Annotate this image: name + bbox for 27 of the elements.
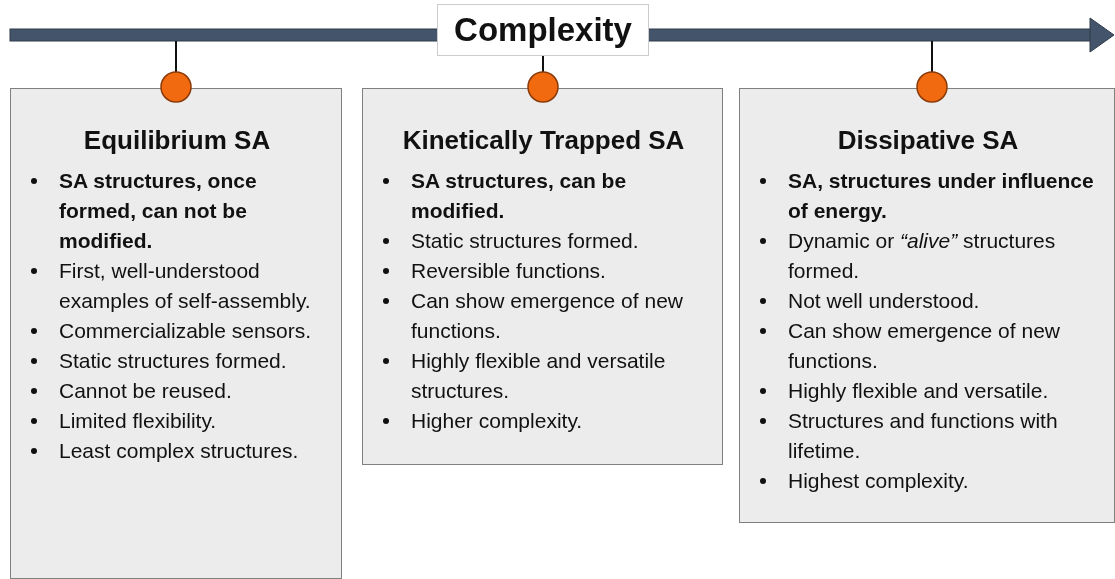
list-item: SA, structures under influence of energy. (788, 168, 1095, 224)
category-card (10, 88, 342, 579)
axis-title: Complexity (437, 4, 649, 56)
card-heading: Equilibrium SA (82, 125, 272, 156)
card-heading: Dissipative SA (836, 125, 1020, 156)
list-item: Not well understood. (788, 288, 980, 314)
list-item: Static structures formed. (59, 348, 287, 374)
list-item: Highest complexity. (788, 468, 969, 494)
list-item: Structures and functions with lifetime. (788, 408, 1059, 464)
list-item: Limited flexibility. (59, 408, 217, 434)
list-item: Dynamic or “alive” structures formed. (788, 228, 1057, 284)
category-card (362, 88, 723, 465)
list-item: Least complex structures. (59, 438, 299, 464)
list-item: Cannot be reused. (59, 378, 232, 404)
list-item: First, well-understood examples of self-assembly. (59, 258, 312, 314)
list-item: Static structures formed. (411, 228, 639, 254)
list-item: Can show emergence of new functions. (411, 288, 684, 344)
category-card (739, 88, 1115, 523)
list-item: SA structures, once formed, can not be modified. (59, 168, 258, 254)
list-item: Can show emergence of new functions. (788, 318, 1061, 374)
list-item: SA structures, can be modified. (411, 168, 628, 224)
card-heading: Kinetically Trapped SA (401, 125, 686, 156)
list-item: Reversible functions. (411, 258, 606, 284)
list-item: Commercializable sensors. (59, 318, 312, 344)
list-item: Higher complexity. (411, 408, 583, 434)
list-item: Highly flexible and versatile. (788, 378, 1049, 404)
list-item: Highly flexible and versatile structures. (411, 348, 667, 404)
